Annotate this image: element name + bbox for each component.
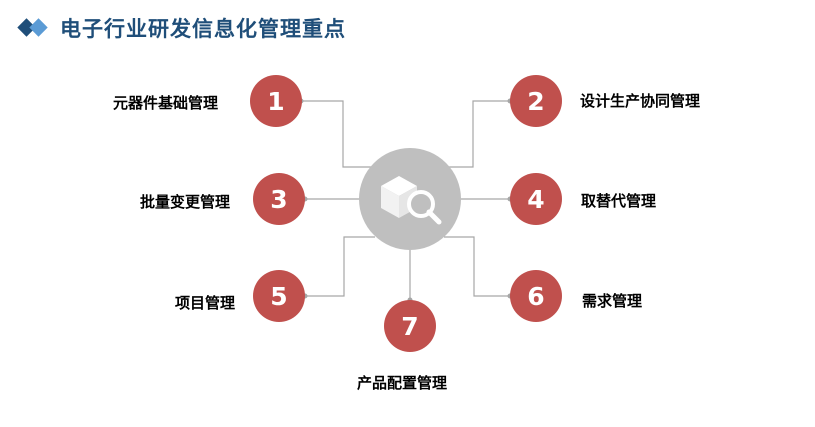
node-2-number: 2	[527, 86, 545, 116]
node-1-circle: 1	[250, 75, 302, 127]
connector-6	[444, 236, 510, 297]
page-title: 电子行业研发信息化管理重点	[60, 17, 346, 41]
connector-2	[442, 100, 510, 168]
node-3-label: 批量变更管理	[140, 193, 231, 211]
center-hub	[359, 148, 461, 250]
node-3-circle: 3	[253, 173, 305, 225]
node-1-label: 元器件基础管理	[113, 94, 219, 112]
node-6-circle: 6	[510, 270, 562, 322]
node-5-label: 项目管理	[175, 294, 236, 312]
connector-5	[305, 236, 375, 297]
node-3-number: 3	[270, 184, 288, 214]
node-6-label: 需求管理	[582, 292, 643, 310]
node-2-circle: 2	[510, 75, 562, 127]
node-5-number: 5	[270, 281, 288, 311]
node-2-label: 设计生产协同管理	[580, 92, 701, 110]
box-magnifier-icon	[381, 176, 442, 225]
node-6-number: 6	[527, 281, 545, 311]
node-7-label: 产品配置管理	[357, 374, 448, 392]
node-7-circle: 7	[384, 300, 436, 352]
node-5-circle: 5	[253, 270, 305, 322]
node-4-circle: 4	[510, 173, 562, 225]
node-1-number: 1	[267, 86, 285, 116]
node-4-number: 4	[527, 184, 545, 214]
node-7-number: 7	[401, 311, 419, 341]
connector-1	[301, 100, 378, 168]
node-4-label: 取替代管理	[581, 192, 657, 210]
page-header: 电子行业研发信息化管理重点	[17, 12, 346, 44]
